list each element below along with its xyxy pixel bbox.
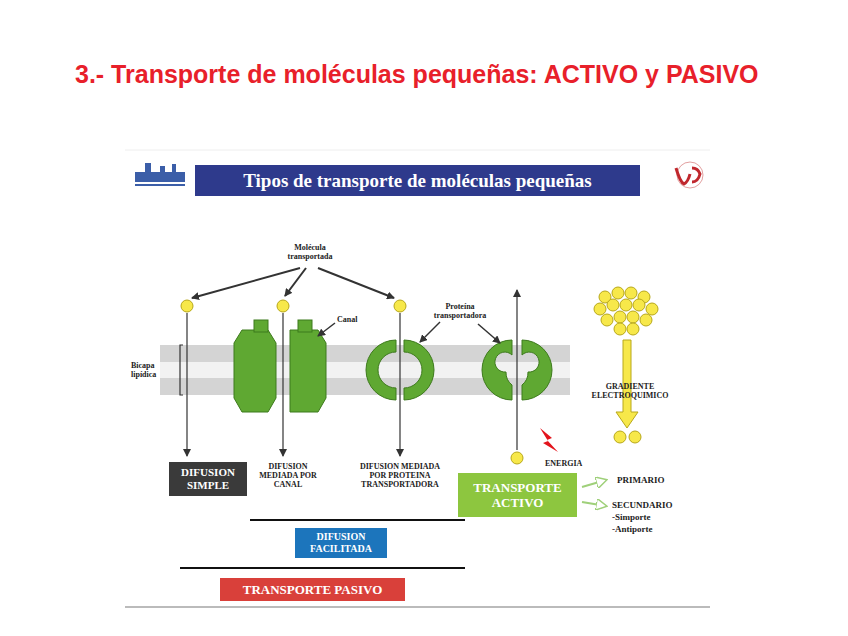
symport-label: -Simporte — [612, 512, 651, 523]
slide-title: 3.- Transporte de moléculas pequeñas: AC… — [75, 47, 775, 102]
antiport-label: -Antiporte — [612, 524, 653, 535]
right-logo — [676, 162, 703, 188]
energy-label: ENERGIA — [545, 459, 582, 468]
carrier-diffusion-label: DIFUSION MEDIADA POR PROTEINA TRANSPORTA… — [354, 462, 446, 489]
simple-diffusion-box: DIFUSION SIMPLE — [169, 462, 247, 496]
gradient-label: GRADIENTE ELECTROQUIMICO — [585, 382, 675, 400]
box-text: DIFUSION SIMPLE — [175, 466, 241, 492]
bilayer-label: Bicapa lipídica — [131, 361, 175, 379]
molecule-label: Molécula transportada — [275, 243, 345, 261]
primary-label: PRIMARIO — [617, 475, 665, 486]
box-text: TRANSPORTE ACTIVO — [466, 480, 569, 510]
left-logo — [135, 163, 185, 186]
facilitated-diffusion-box: DIFUSION FACILITADA — [295, 528, 387, 558]
title-bar: Tipos de transporte de moléculas pequeña… — [195, 165, 640, 196]
active-transport-box: TRANSPORTE ACTIVO — [458, 473, 577, 517]
secondary-label: SECUNDARIO — [612, 500, 673, 511]
carrier-label: Proteína transportadora — [422, 302, 498, 320]
box-text: DIFUSION FACILITADA — [301, 531, 381, 555]
box-text: Tipos de transporte de moléculas pequeña… — [243, 170, 592, 191]
channel-label: Canal — [337, 315, 357, 324]
passive-transport-box: TRANSPORTE PASIVO — [220, 578, 405, 601]
channel-diffusion-label: DIFUSION MEDIADA POR CANAL — [257, 462, 319, 489]
box-text: TRANSPORTE PASIVO — [243, 582, 383, 597]
